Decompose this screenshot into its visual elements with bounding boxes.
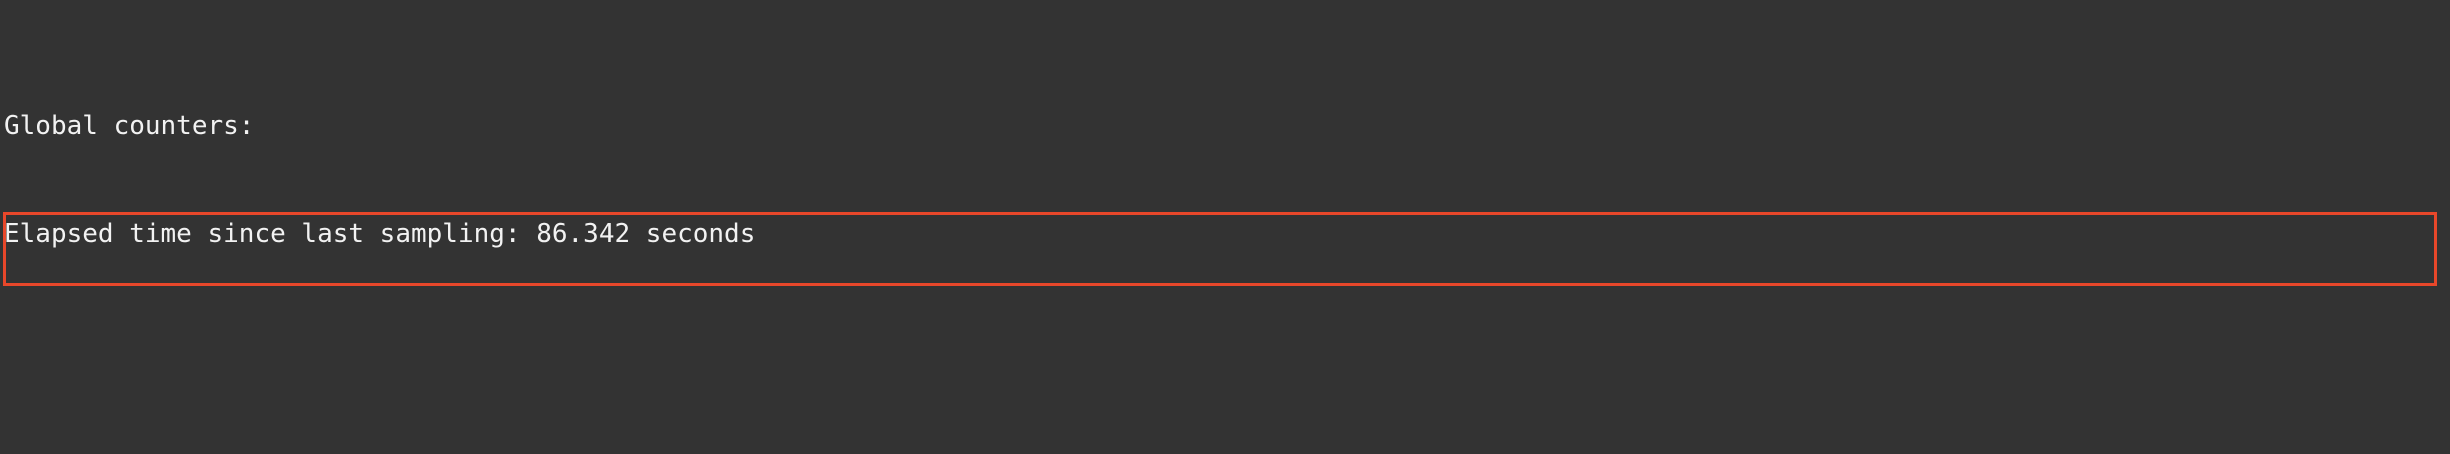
global-counters-title: Global counters: (4, 111, 255, 141)
terminal-output: Global counters: Elapsed time since last… (4, 0, 2321, 454)
elapsed-time-line: Elapsed time since last sampling: 86.342… (4, 219, 756, 249)
blank-line-1 (4, 324, 2321, 360)
